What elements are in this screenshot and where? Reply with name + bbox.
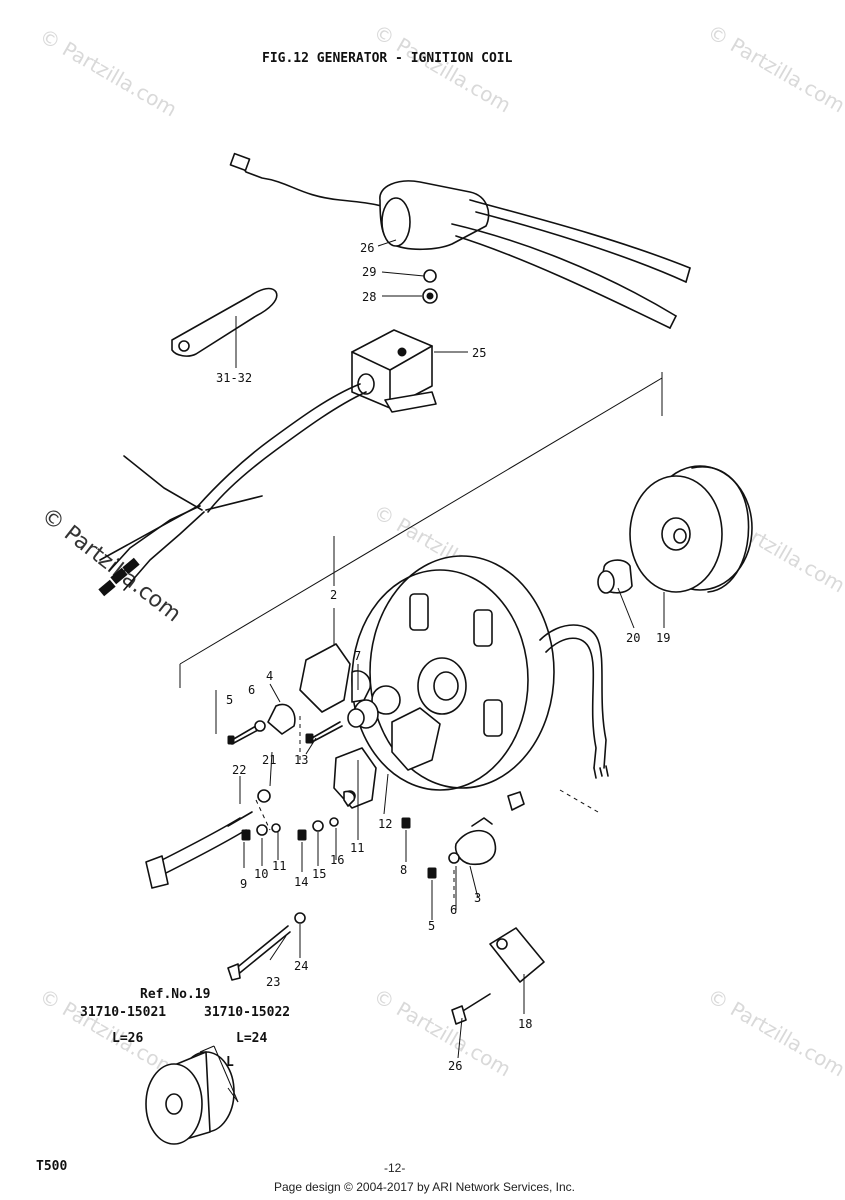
page-number: -12- [384, 1161, 405, 1175]
callouts: 26 29 28 31-32 25 2 20 19 7 4 5 6 13 21 … [216, 241, 670, 1073]
coil-bracket [171, 287, 278, 357]
ignition-coil [229, 152, 691, 329]
rotor-assembly [351, 555, 609, 791]
callout-13: 12 [378, 817, 392, 831]
callout-9: 9 [240, 877, 247, 891]
watermark: © Partzilla.com [704, 20, 845, 118]
group-brackets [179, 372, 663, 734]
callout-22: 22 [232, 763, 246, 777]
callout-19: 19 [656, 631, 670, 645]
callout-18: 18 [518, 1017, 532, 1031]
callout-31-32: 31-32 [216, 371, 252, 385]
watermark: © Partzilla.com [704, 984, 845, 1082]
callout-29: 29 [362, 265, 376, 279]
callout-15: 14 [294, 875, 308, 889]
callout-27: 26 [360, 241, 374, 255]
ref-length-b: L=24 [236, 1031, 267, 1046]
callout-24: 24 [294, 959, 308, 973]
reference-note: Ref.No.19 31710-15021 31710-15022 L=26 L… [80, 987, 290, 1070]
callout-11: 11 [272, 859, 286, 873]
fasteners [145, 720, 491, 1025]
callout-23: 23 [266, 975, 280, 989]
watermark: © Partzilla.com [36, 503, 185, 627]
ref-part-b: 31710-15022 [204, 1005, 290, 1020]
callout-20: 20 [626, 631, 640, 645]
callout-17: 16 [330, 853, 344, 867]
copyright-footer: Page design © 2004-2017 by ARI Network S… [274, 1180, 575, 1194]
callout-8: 8 [400, 863, 407, 877]
callout-28: 28 [362, 290, 376, 304]
callout-7: 7 [354, 649, 361, 663]
callout-14: 13 [294, 753, 308, 767]
callout-2: 2 [330, 588, 337, 602]
regulator-unit [98, 329, 437, 597]
callout-21: 21 [262, 753, 276, 767]
model-code: T500 [36, 1159, 67, 1174]
callout-25: 26 [448, 1059, 462, 1073]
leader-lines [235, 239, 665, 1059]
watermark: © Partzilla.com [36, 24, 182, 122]
contact-breaker-parts [267, 643, 525, 866]
callout-6: 6 [450, 903, 457, 917]
callout-5: 5 [226, 693, 233, 707]
ref-heading: Ref.No.19 [140, 987, 210, 1002]
pickup-coil [145, 1045, 239, 1145]
dashed-guides [255, 716, 599, 900]
ref-part-a: 31710-15021 [80, 1005, 166, 1020]
watermark: © Partzilla.com [370, 20, 516, 118]
callout-12: 11 [350, 841, 364, 855]
cover-plate [489, 927, 545, 983]
callout-16: 15 [312, 867, 326, 881]
callout-3: 3 [474, 891, 481, 905]
ref-dimension: L [226, 1055, 234, 1070]
callout-6: 6 [248, 683, 255, 697]
callout-4: 4 [266, 669, 273, 683]
ref-length-a: L=26 [112, 1031, 143, 1046]
callout-5: 5 [428, 919, 435, 933]
watermark: © Partzilla.com [370, 984, 516, 1082]
callout-10: 10 [254, 867, 268, 881]
callout-26: 25 [472, 346, 486, 360]
figure-title: FIG.12 GENERATOR - IGNITION COIL [262, 51, 513, 66]
stator-assembly [597, 465, 753, 594]
